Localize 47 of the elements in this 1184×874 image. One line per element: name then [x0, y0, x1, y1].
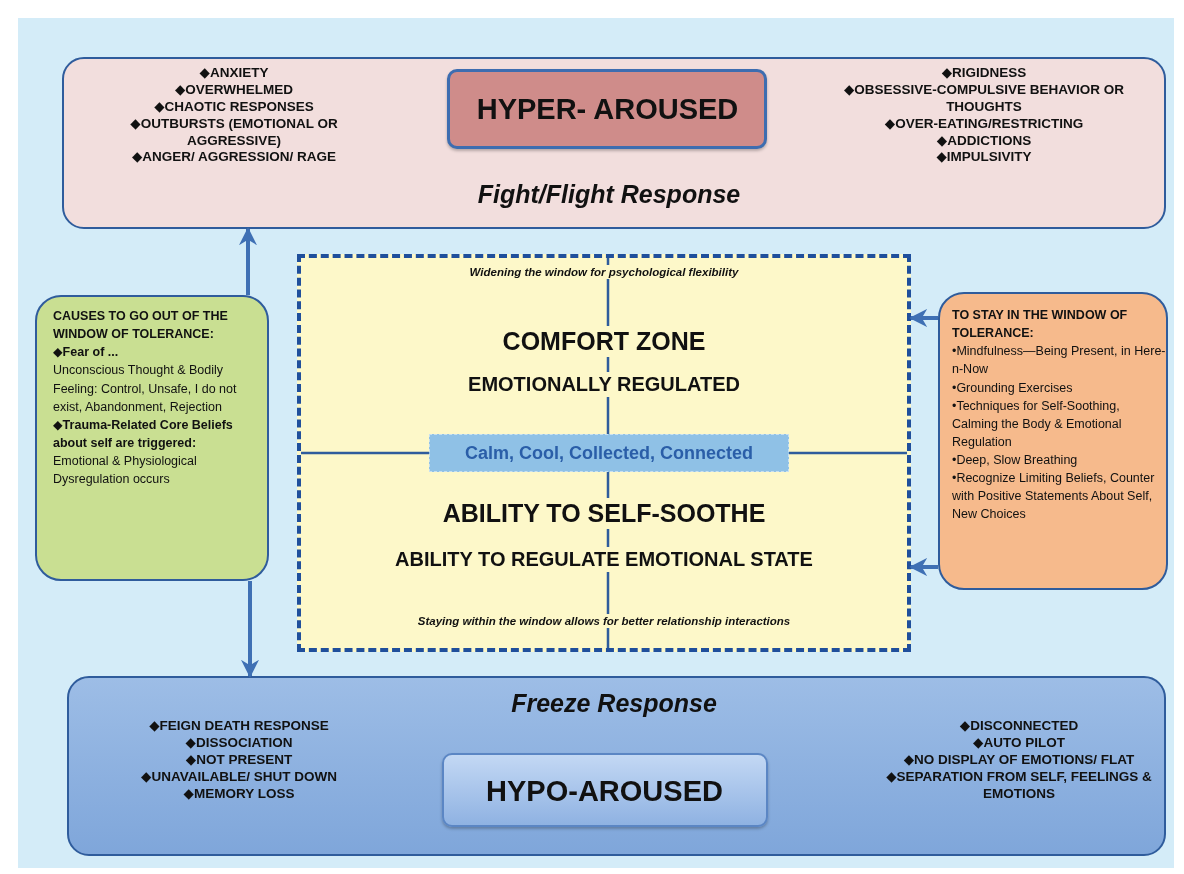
strategy-item: •Deep, Slow Breathing	[952, 452, 1078, 469]
strategy-item: •Techniques for Self-Soothing, Calming the Body & Emotional Regulation	[952, 397, 1123, 451]
hyper-aroused-box	[447, 69, 767, 149]
cause-item: ◆Fear of ...	[53, 344, 119, 362]
symptom-item: ◆OVERWHELMED	[174, 81, 294, 99]
symptom-item: ◆ADDICTIONS	[936, 132, 1032, 150]
response-heading: Fight/Flight Response	[477, 179, 741, 210]
symptom-item: ◆ANXIETY	[199, 65, 269, 82]
cause-item: Emotional & Physiological Dysregulation occurs	[53, 453, 198, 489]
box-heading: CAUSES TO GO OUT OF THE WINDOW OF TOLERANCE:	[53, 308, 229, 344]
symptom-item: ◆RIGIDNESS	[941, 65, 1027, 82]
symptom-item: ◆NO DISPLAY OF EMOTIONS/ FLAT	[903, 751, 1135, 769]
cause-item: ◆Trauma-Related Core Beliefs about self are triggered:	[53, 416, 234, 452]
box-heading: TO STAY IN THE WINDOW OF TOLERANCE:	[952, 307, 1129, 343]
symptom-item: ◆DISSOCIATION	[185, 734, 293, 752]
symptom-item: ◆UNAVAILABLE/ SHUT DOWN	[141, 768, 337, 786]
strategy-item: •Mindfulness—Being Present, in Here-n-Now	[952, 343, 1166, 379]
banner-text: Calm, Cool, Collected, Connected	[464, 442, 753, 465]
symptom-item: ◆OVER-EATING/RESTRICTING	[884, 115, 1084, 133]
symptom-item: ◆OUTBURSTS (EMOTIONAL OR AGGRESSIVE)	[129, 115, 339, 150]
symptom-item: ◆OBSESSIVE-COMPULSIVE BEHAVIOR OR THOUGHTS	[842, 81, 1126, 116]
symptom-item: ◆DISCONNECTED	[959, 718, 1079, 735]
stay-in-window-box	[938, 292, 1168, 590]
calm-banner	[429, 434, 789, 472]
arrow	[241, 581, 259, 678]
strategy-item: •Grounding Exercises	[952, 379, 1073, 397]
arrow	[909, 309, 938, 327]
state-title: HYPER- AROUSED	[476, 92, 739, 127]
strategy-item: •Recognize Limiting Beliefs, Counter with Positive Statements About Self, New Choices	[952, 470, 1156, 524]
arrow	[909, 558, 938, 576]
symptom-item: ◆NOT PRESENT	[185, 751, 293, 769]
symptom-item: ◆CHAOTIC RESPONSES	[154, 98, 314, 116]
hyper-arousal-panel	[62, 57, 1166, 229]
hypo-arousal-panel	[67, 676, 1166, 856]
causes-box	[35, 295, 269, 581]
symptom-item: ◆MEMORY LOSS	[183, 785, 295, 803]
cause-item: Unconscious Thought & Bodily Feeling: Control, Unsafe, I do not exist, Abandonment, Rejection	[53, 362, 238, 416]
symptom-item: ◆SEPARATION FROM SELF, FEELINGS & EMOTIONS	[885, 768, 1153, 803]
hypo-aroused-box	[442, 753, 768, 827]
symptom-item: ◆AUTO PILOT	[973, 734, 1065, 752]
arrow	[239, 227, 257, 295]
state-title: HYPO-AROUSED	[486, 774, 723, 809]
symptom-item: ◆ANGER/ AGGRESSION/ RAGE	[131, 149, 337, 167]
symptom-item: ◆FEIGN DEATH RESPONSE	[149, 718, 329, 735]
symptom-item: ◆IMPULSIVITY	[936, 149, 1032, 167]
response-heading: Freeze Response	[511, 688, 717, 719]
window-of-tolerance-box	[297, 254, 911, 652]
